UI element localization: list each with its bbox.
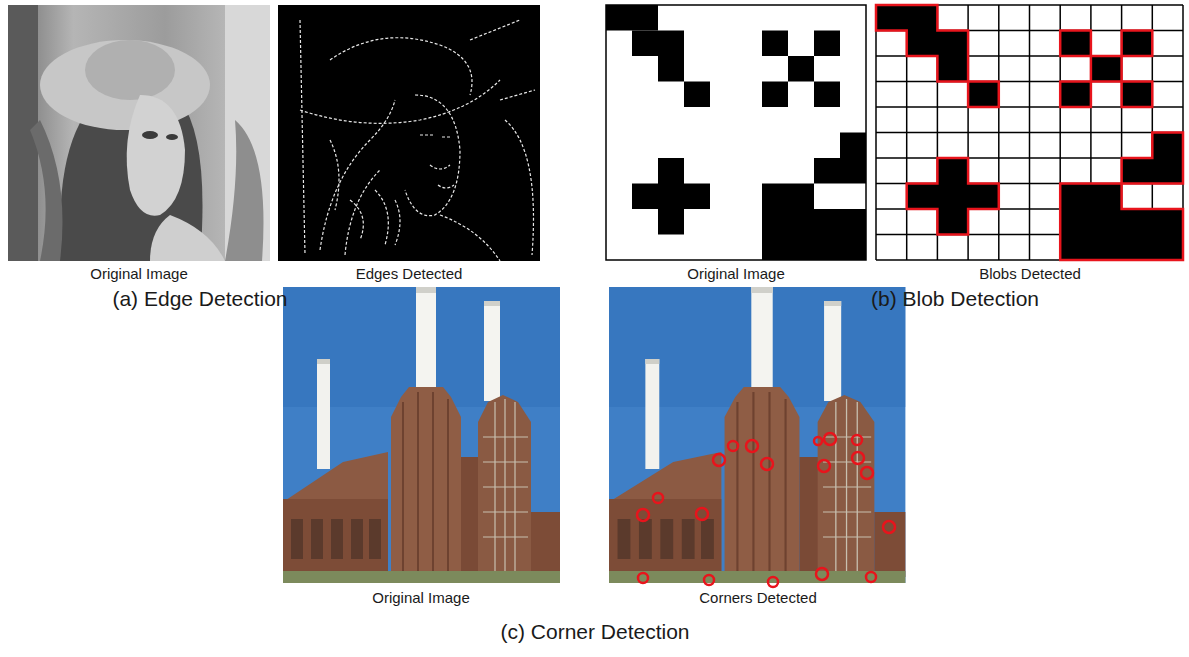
blob-image: [606, 5, 866, 260]
image-caption: Original Image: [687, 265, 785, 283]
lena-image: [8, 5, 270, 261]
edge-image: [278, 5, 540, 261]
panel-title: (c) Corner Detection: [500, 619, 689, 644]
corner-markers: [637, 433, 895, 587]
lena-figure: [8, 5, 270, 261]
edge-lines: [300, 20, 535, 261]
image-caption: Blobs Detected: [979, 265, 1081, 283]
plant-image: [609, 287, 905, 583]
blob-grid-image: [876, 5, 1183, 260]
image-caption: Corners Detected: [699, 589, 817, 607]
blob-cells: [606, 5, 866, 260]
image-caption: Original Image: [90, 265, 188, 283]
blob-cells: [876, 5, 1183, 260]
image-caption: Edges Detected: [356, 265, 463, 283]
image-caption: Original Image: [372, 589, 470, 607]
plant-image: [283, 287, 560, 583]
grid-lines: [876, 5, 1183, 260]
blob-outlines: [876, 5, 1183, 260]
panel-title: (b) Blob Detection: [871, 286, 1039, 311]
panel-title: (a) Edge Detection: [112, 286, 287, 311]
